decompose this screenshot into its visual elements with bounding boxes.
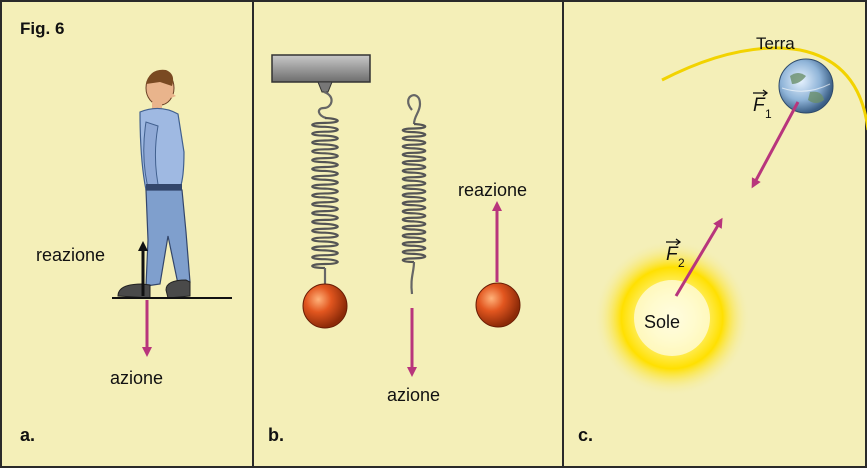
svg-text:F: F (753, 95, 766, 116)
earth-globe-icon (778, 58, 834, 114)
sun-label: Sole (644, 312, 680, 332)
man-walking-icon (117, 69, 191, 299)
svg-text:2: 2 (678, 256, 685, 270)
spring-icon (401, 94, 427, 295)
earth-label: Terra (756, 34, 795, 53)
sphere-icon (302, 283, 348, 329)
panel-letter-c: c. (578, 425, 593, 445)
sun-icon (594, 240, 750, 396)
panel-letter-a: a. (20, 425, 35, 445)
panel-letter-b: b. (268, 425, 284, 445)
force1-arrow (751, 101, 800, 189)
action-label-a: azione (110, 368, 163, 388)
svg-text:1: 1 (765, 107, 772, 121)
force2-arrow (674, 217, 723, 297)
reaction-label-a: reazione (36, 245, 105, 265)
force1-label: F 1 (753, 89, 772, 121)
force2-label: F 2 (666, 238, 685, 270)
panel-b: reazione azione b. (268, 54, 527, 445)
svg-text:F: F (666, 244, 679, 265)
spring-icon (311, 90, 339, 286)
sphere-icon (475, 282, 521, 328)
panel-a: Fig. 6 reazione a (20, 19, 232, 445)
reaction-label-b: reazione (458, 180, 527, 200)
ceiling-support (271, 54, 371, 83)
panel-c: Terra Sole F 1 F 2 c. (578, 34, 867, 445)
earth-orbit (661, 46, 867, 131)
figure-title: Fig. 6 (20, 19, 64, 38)
action-label-b: azione (387, 385, 440, 405)
